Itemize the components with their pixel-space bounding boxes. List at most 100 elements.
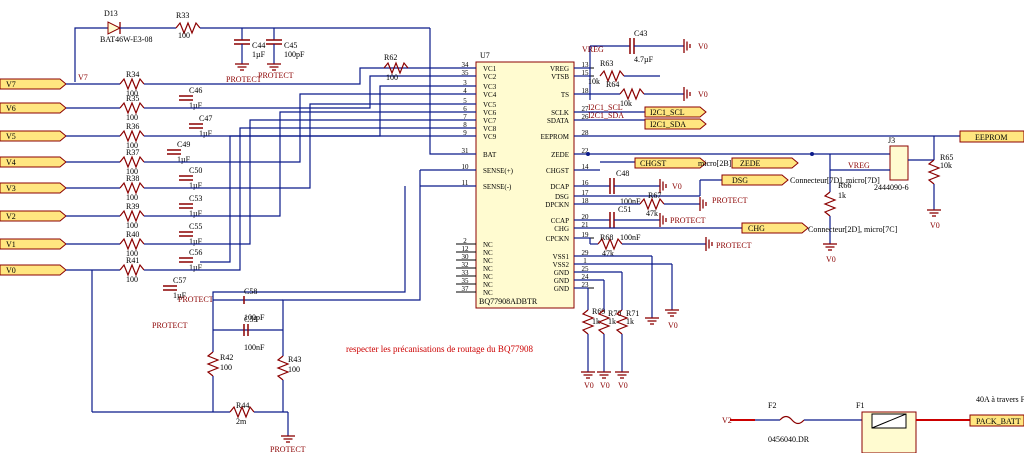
input-resistor: [119, 237, 145, 251]
r69-ref: R69: [592, 307, 605, 316]
ic-pin-name: DSG: [555, 193, 569, 201]
micro-2b-text: micro[2B]: [698, 159, 732, 168]
r68-ref: R68: [600, 233, 613, 242]
ic-pin-num: 12: [462, 245, 470, 253]
ic-part: BQ77908ADBTR: [479, 297, 538, 306]
c58-value: 100pF: [244, 313, 265, 322]
input-resistor-value: 100: [126, 193, 138, 202]
r43-ref: R43: [288, 355, 301, 364]
ic-pin-num: 10: [462, 163, 470, 171]
input-resistor: [119, 155, 145, 169]
connect-2d-text: Connecteur[2D], micro[7C]: [808, 225, 898, 234]
ic-pin-name: GND: [554, 277, 569, 285]
ic-pin-num: 16: [582, 179, 590, 187]
fuse-v2-net: V2: [722, 416, 732, 425]
input-resistor-value: 100: [126, 275, 138, 284]
ic-pin-num: 15: [582, 69, 590, 77]
r33-value: 100: [178, 31, 190, 40]
ic-pin-name: VC6: [483, 109, 497, 117]
i2c-scl-net: I2C1_SCL: [588, 103, 623, 112]
c48-gnd-label: V0: [672, 182, 682, 191]
c48-ref: C48: [616, 169, 629, 178]
j3-vreg-label: VREG: [848, 161, 870, 170]
input-resistor: [119, 101, 145, 115]
left-port: [0, 78, 67, 90]
v7-net-label: V7: [78, 73, 88, 82]
r65-ref: R65: [940, 153, 953, 162]
ic-pin-name: CCAP: [551, 217, 569, 225]
ic-pin-num: 23: [582, 281, 590, 289]
filter-capacitor-value: 1µF: [177, 155, 191, 164]
eeprom-section: EEPROM: [574, 130, 1024, 143]
left-port: [0, 264, 67, 276]
filter-capacitor-ref: C47: [199, 114, 212, 123]
r66-value: 1k: [838, 191, 846, 200]
filter-capacitor-value: 1µF: [173, 291, 187, 300]
r70-value: 1k: [608, 317, 616, 326]
filter-capacitor-ref: C56: [189, 248, 202, 257]
ic-pin-name: VC1: [483, 65, 497, 73]
filter-capacitor-value: 1µF: [189, 209, 203, 218]
connect-7d-text: Connecteur[7D], micro[7D]: [790, 176, 880, 185]
r71-gnd: V0: [618, 381, 628, 390]
c45-value: 100pF: [284, 50, 305, 59]
r69-gnd: V0: [584, 381, 594, 390]
input-resistor-ref: R37: [126, 148, 139, 157]
left-port: [0, 182, 67, 194]
ic-pin-num: 30: [462, 253, 470, 261]
r69-value: 1k: [592, 317, 600, 326]
left-port-label: V3: [6, 184, 16, 193]
ic-pin-name: CHGST: [546, 167, 570, 175]
c51-value: 100nF: [620, 233, 641, 242]
vss-gnd-label: V0: [668, 321, 678, 330]
input-resistors: R34100R35100R36100R37100R38100R39100R401…: [119, 70, 150, 284]
chg-section: C51 PROTECT CHG Connecteur[2D], micro[7C…: [574, 205, 898, 258]
ic-pin-num: 22: [582, 147, 590, 155]
protect-label-c57: PROTECT: [178, 295, 214, 304]
r64-gnd-label: V0: [698, 90, 708, 99]
r66-ref: R66: [838, 181, 851, 190]
ic-pin-name: VC2: [483, 73, 497, 81]
r70-gnd: V0: [600, 381, 610, 390]
ic-pin-name: BAT: [483, 151, 497, 159]
input-resistor: [119, 77, 145, 91]
input-resistor: [119, 129, 145, 143]
protect-label-2: PROTECT: [258, 71, 294, 80]
pack-batt-port: PACK_BATT: [976, 417, 1021, 426]
filter-capacitor-value: 1µF: [189, 181, 203, 190]
c59-value: 100nF: [244, 343, 265, 352]
ic-pin-name: VC3: [483, 83, 497, 91]
c59-ref: C59: [244, 315, 257, 324]
ic-pin-num: 28: [582, 129, 590, 137]
ic-pin-name: VSS2: [553, 261, 570, 269]
vc-wires: [150, 28, 476, 330]
diode-d13: D13 BAT46W-E3-08 R33 100 C44 1µF C45 100…: [74, 9, 430, 84]
resistor-r62: R62 100: [383, 53, 409, 82]
ic-pin-num: 19: [582, 231, 590, 239]
ic-ref: U7: [480, 51, 490, 60]
r42-value: 100: [220, 363, 232, 372]
filter-capacitors: C461µFC471µFC491µFC501µFC531µFC551µFC561…: [152, 86, 214, 330]
f1-ref: F1: [856, 401, 864, 410]
r70-ref: R70: [608, 309, 621, 318]
ic-pin-num: 6: [463, 105, 467, 113]
r67-ref: R67: [648, 191, 661, 200]
left-port-label: V0: [6, 266, 16, 275]
c51-protect: PROTECT: [670, 216, 706, 225]
dsg-section: C48 V0 DSG Connecteur[7D], micro[7D] 100…: [574, 169, 880, 218]
ic-pin-num: 4: [463, 87, 467, 95]
zede-port: ZEDE: [740, 159, 761, 168]
c43-value: 4.7µF: [634, 55, 654, 64]
r62-value: 100: [386, 73, 398, 82]
ic-pin-name: VC5: [483, 101, 497, 109]
d13-ref: D13: [104, 9, 118, 18]
ic-pin-name: VREG: [550, 65, 569, 73]
ic-pin-name: ZEDE: [551, 151, 569, 159]
chg-port: CHG: [748, 224, 765, 233]
zede-section: CHGST micro[2B] ZEDE J3 2444090-6 VREG R…: [574, 136, 953, 264]
input-resistor-value: 100: [126, 167, 138, 176]
ic-pin-num: 24: [582, 273, 590, 281]
ic-pin-num: 13: [582, 61, 590, 69]
input-resistor-value: 100: [126, 113, 138, 122]
ic-pin-num: 17: [582, 189, 590, 197]
